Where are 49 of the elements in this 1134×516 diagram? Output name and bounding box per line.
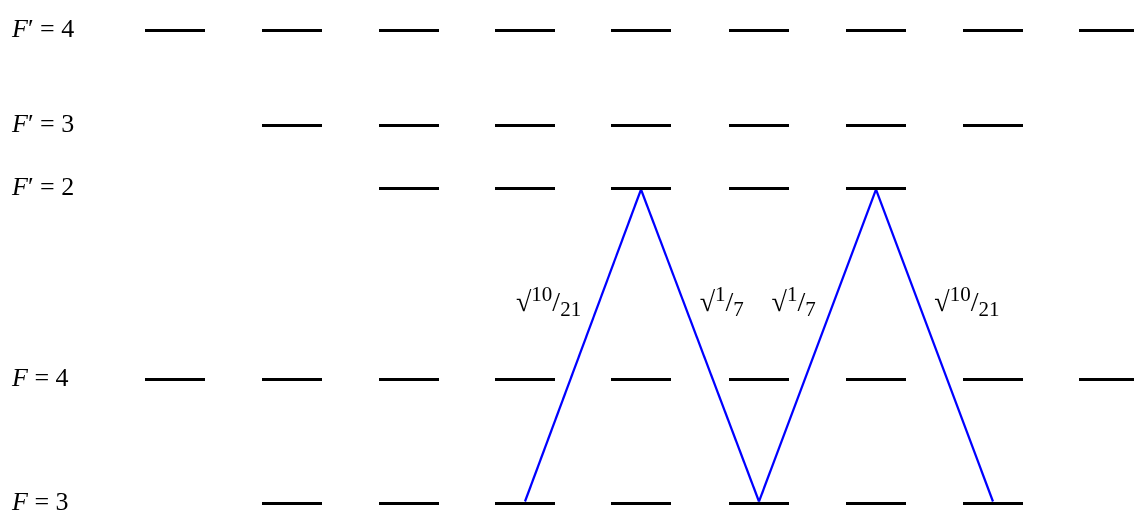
energy-level [846,377,906,381]
energy-level [145,377,205,381]
energy-level [379,501,439,505]
energy-level [495,123,555,127]
energy-level [963,377,1023,381]
level-label: F = 3 [12,489,69,515]
transition-line [874,189,995,502]
energy-level [262,28,322,32]
energy-level [495,28,555,32]
energy-level [379,377,439,381]
energy-level [611,377,671,381]
energy-level [495,377,555,381]
energy-level [262,377,322,381]
energy-level [729,377,789,381]
edge-label: √$^{1}$/$_{7}$ [697,288,746,316]
energy-level [145,28,205,32]
transition-line [639,189,761,502]
energy-level [611,501,671,505]
energy-level [495,186,555,190]
energy-level [729,123,789,127]
energy-level [379,28,439,32]
energy-level [963,28,1023,32]
energy-level [729,186,789,190]
level-label: F′ = 3 [12,111,75,137]
energy-level [729,501,789,505]
energy-level [379,123,439,127]
energy-level [1079,28,1134,32]
energy-level [379,186,439,190]
energy-level [611,123,671,127]
energy-level [963,501,1023,505]
edge-label: √$^{1}$/$_{7}$ [769,288,818,316]
transition-line [523,189,643,502]
energy-level [262,123,322,127]
energy-level [846,501,906,505]
energy-level [611,28,671,32]
level-label: F′ = 2 [12,174,75,200]
energy-level [846,186,906,190]
transition-line [757,189,878,502]
edge-label: √$^{10}$/$_{21}$ [932,288,1002,316]
energy-level [611,186,671,190]
energy-level [729,28,789,32]
energy-level [963,123,1023,127]
level-label: F′ = 4 [12,16,75,42]
energy-level [495,501,555,505]
energy-level [846,123,906,127]
energy-level [262,501,322,505]
energy-level [846,28,906,32]
energy-level [1079,377,1134,381]
level-label: F = 4 [12,365,69,391]
